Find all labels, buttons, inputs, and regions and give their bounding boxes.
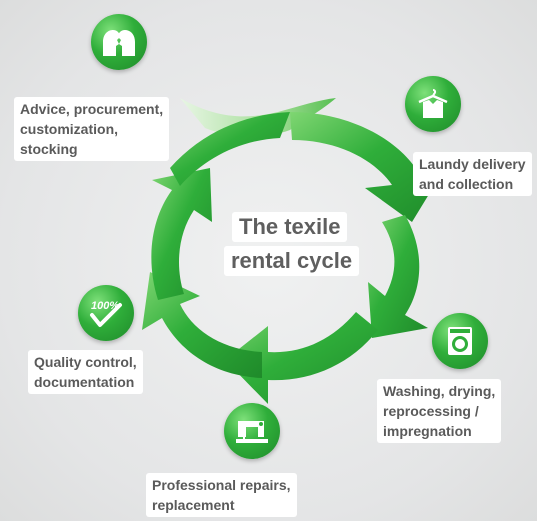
step-washing-line-3: impregnation xyxy=(383,423,472,439)
center-title-line-2: rental cycle xyxy=(224,246,360,276)
step-washing-icon-circle xyxy=(432,313,488,369)
two-heads-icon xyxy=(103,30,135,56)
step-delivery-label: Laundy delivery and collection xyxy=(413,152,532,196)
step-repairs-line-1: Professional repairs, xyxy=(152,477,291,493)
step-advice-line-2: customization, xyxy=(20,121,119,137)
washing-machine-icon xyxy=(448,327,472,355)
ring-arrow-3 xyxy=(225,312,378,404)
ring-arrow-1 xyxy=(290,112,445,222)
ring-arrow-5 xyxy=(151,168,212,300)
ring-arrow-4 xyxy=(142,272,262,378)
step-repairs-line-2: replacement xyxy=(152,497,235,513)
svg-text:100%: 100% xyxy=(91,300,119,312)
step-delivery-line-2: and collection xyxy=(419,176,514,192)
step-quality-label: Quality control, documentation xyxy=(28,350,143,394)
ring-arrow-6 xyxy=(170,112,290,186)
step-washing-line-2: reprocessing / xyxy=(383,403,479,419)
hanger-shirt-icon xyxy=(418,89,448,118)
step-advice-line-3: stocking xyxy=(20,141,78,157)
step-delivery-icon-circle xyxy=(405,76,461,132)
step-washing-label: Washing, drying, reprocessing / impregna… xyxy=(377,379,502,443)
center-title-line-1: The texile xyxy=(232,212,348,242)
hundred-percent-check-icon: 100% xyxy=(90,300,122,327)
sewing-machine-icon xyxy=(236,421,268,443)
step-quality-line-1: Quality control, xyxy=(34,354,137,370)
step-quality-icon-circle: 100% xyxy=(78,285,134,341)
step-delivery-line-1: Laundy delivery xyxy=(419,156,526,172)
step-quality-line-2: documentation xyxy=(34,374,135,390)
ring-arrow-2 xyxy=(368,215,428,338)
ring-arrows xyxy=(142,112,445,404)
step-repairs-label: Professional repairs, replacement xyxy=(146,473,297,517)
step-advice-icon-circle xyxy=(91,14,147,70)
step-advice-line-1: Advice, procurement, xyxy=(20,101,164,117)
step-advice-label: Advice, procurement, customization, stoc… xyxy=(14,97,170,161)
step-washing-line-1: Washing, drying, xyxy=(383,383,496,399)
step-repairs-icon-circle xyxy=(224,403,280,459)
